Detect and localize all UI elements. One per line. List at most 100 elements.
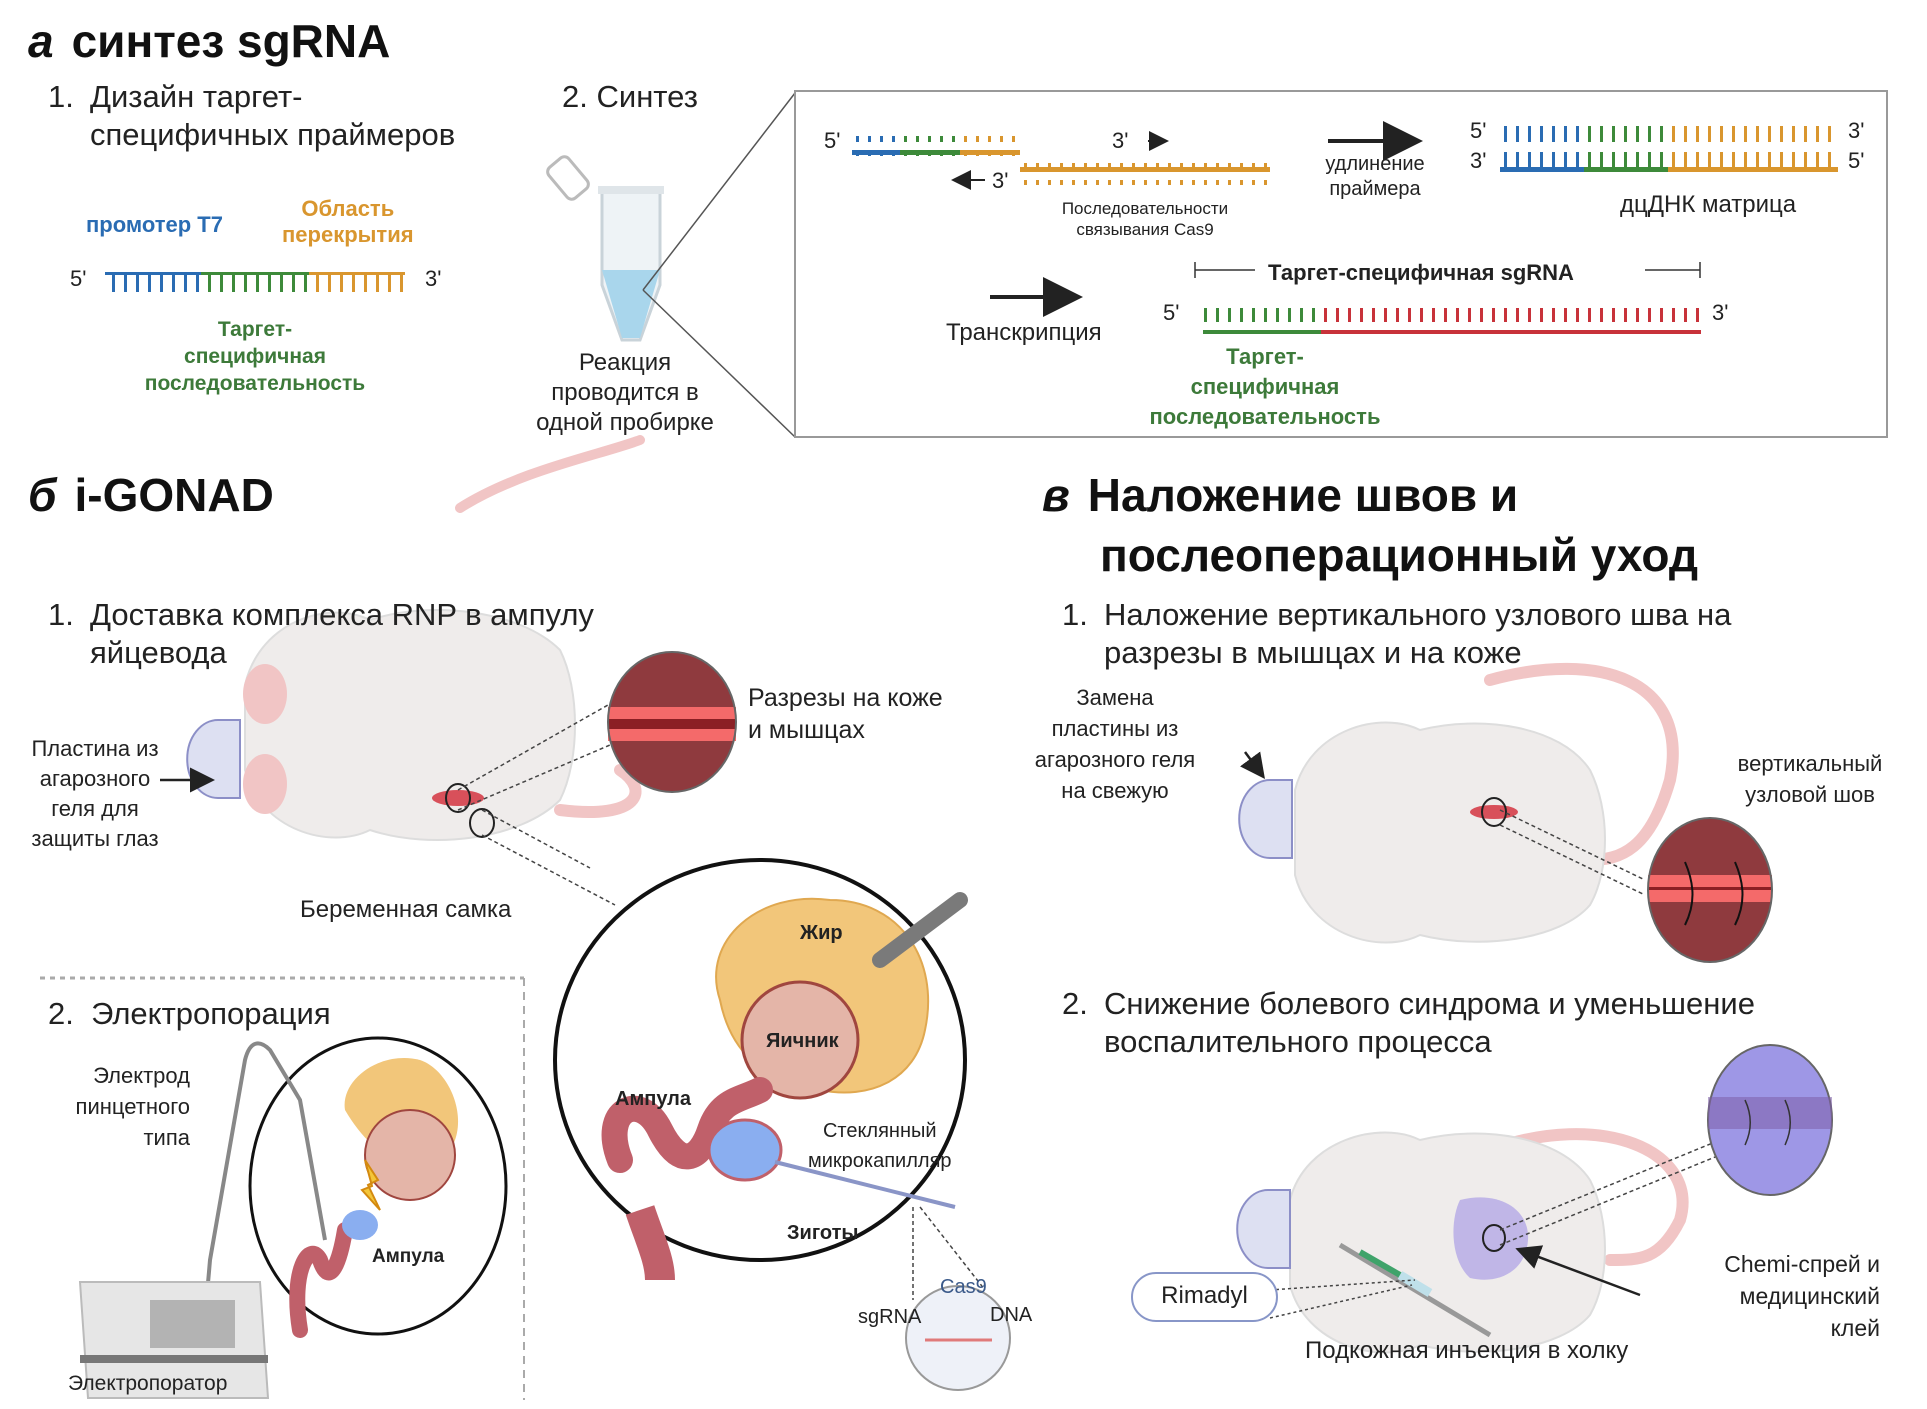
- rna-target-line3: последовательность: [1149, 404, 1381, 429]
- electrode-line2: пинцетного: [75, 1094, 190, 1119]
- section-a-title: а синтез sgRNA: [28, 14, 390, 68]
- fwd-3-end: 3': [1112, 128, 1129, 153]
- sgrna-label: Таргет-специфичная sgRNA: [1268, 260, 1574, 285]
- section-b-letter: б: [28, 469, 57, 521]
- mouse-illustration-1: [160, 435, 645, 841]
- rimadyl-badge-shape: [1131, 1272, 1278, 1322]
- incision-zoom-circle: [607, 651, 737, 793]
- syringe-icon: [1338, 1242, 1492, 1338]
- c-step2-line2: воспалительного процесса: [1104, 1024, 1492, 1059]
- section-c-title-line1: Наложение швов и: [1087, 469, 1519, 521]
- agarose-line4: защиты глаз: [31, 826, 159, 851]
- tube-line3: одной пробирке: [536, 409, 714, 436]
- tube-line1: Реакция: [578, 349, 672, 376]
- c-step1-line1: Наложение вертикального узлового шва на: [1104, 597, 1732, 632]
- section-c-letter: в: [1042, 469, 1070, 521]
- section-a-letter: а: [28, 15, 54, 67]
- section-b-title-text: i-GONAD: [74, 469, 274, 521]
- rnp-zoom-circle: [905, 1285, 1011, 1391]
- suture-line2: узловой шов: [1745, 782, 1875, 807]
- fat-label: Жир: [800, 922, 843, 944]
- target-line3: последовательность: [144, 372, 366, 395]
- primer-extension-label: удлинение праймера: [1310, 152, 1440, 202]
- incision-line2: и мышцах: [748, 716, 865, 744]
- extension-line2: праймера: [1329, 178, 1421, 200]
- b-step2-text: Электропорация: [91, 996, 331, 1031]
- pregnant-female-label: Беременная самка: [300, 896, 512, 923]
- fwd-5-end: 5': [824, 128, 841, 153]
- small-ampulla-label: Ампула: [372, 1246, 445, 1267]
- primer-overlap-segment: [309, 272, 405, 294]
- dna-label: DNA: [990, 1304, 1033, 1326]
- rimadyl-badge: Rimadyl: [1161, 1282, 1248, 1309]
- spray-line2: медицинский: [1739, 1283, 1880, 1309]
- capillary-line2: микрокапилляр: [808, 1150, 952, 1172]
- replace-line2: пластины из: [1051, 716, 1179, 741]
- section-a-step1-text: Дизайн таргет-специфичных праймеров: [90, 78, 455, 154]
- lightning-icon: [360, 1159, 381, 1211]
- spray-line3: клей: [1830, 1315, 1880, 1341]
- rna-target-line2: специфичная: [1190, 374, 1340, 399]
- section-b-step1-num: 1.: [48, 597, 74, 632]
- rna-5-end: 5': [1163, 300, 1180, 325]
- electrode-line3: типа: [143, 1125, 190, 1150]
- spray-line1: Chemi-спрей и: [1724, 1251, 1880, 1277]
- tube-icon: [546, 155, 664, 342]
- glue-area: [1453, 1197, 1529, 1280]
- section-b-step2: 2. Электропорация: [48, 995, 331, 1033]
- replace-line1: Замена: [1076, 685, 1154, 710]
- section-c-step1-num: 1.: [1062, 597, 1088, 632]
- ovary-label: Яичник: [766, 1030, 839, 1052]
- agarose-plate-2: [1238, 779, 1293, 859]
- zoom-line: [642, 289, 796, 438]
- extension-line1: удлинение: [1325, 153, 1425, 175]
- glue-zoom-circle: [1707, 1044, 1833, 1196]
- zoom-line: [642, 92, 796, 291]
- section-a-title-text: синтез sgRNA: [71, 15, 391, 67]
- primer-5-end: 5': [70, 266, 87, 291]
- section-c-title: в Наложение швов и: [1042, 468, 1518, 522]
- section-a-step2: 2. Синтез: [562, 78, 698, 116]
- tube-reaction-label: Реакция проводится в одной пробирке: [520, 348, 730, 438]
- suture-label: вертикальный узловой шов: [1710, 748, 1910, 810]
- rna-target-line1: Таргет-: [1226, 344, 1304, 369]
- ds-bot-3: 3': [1470, 148, 1487, 173]
- b-step1-line2: яйцевода: [90, 635, 227, 670]
- b-step1-line1: Доставка комплекса RNP в ампулу: [90, 597, 594, 632]
- rna-target-label: Таргет-специфичная последовательность: [1120, 342, 1410, 432]
- cas9-line1: Последовательности: [1061, 199, 1229, 218]
- rev-3-end: 3': [992, 168, 1009, 193]
- agarose-line1: Пластина из: [31, 736, 159, 761]
- capillary-line1: Стеклянный: [822, 1120, 937, 1142]
- cas9-label: Cas9: [940, 1276, 987, 1298]
- ampulla-label: Ампула: [615, 1088, 692, 1110]
- suture-line1: вертикальный: [1737, 751, 1883, 776]
- target-line1: Таргет-: [217, 318, 293, 341]
- overlap-line1: Область: [301, 196, 395, 221]
- tube-line2: проводится в: [551, 379, 699, 406]
- replace-line3: агарозного геля: [1034, 747, 1196, 772]
- agarose-line3: геля для: [51, 796, 139, 821]
- incision-line1: Разрезы на коже: [748, 684, 943, 712]
- rna-3-end: 3': [1712, 300, 1729, 325]
- primer-target-segment: [201, 272, 309, 294]
- suture-zoom-circle: [1647, 817, 1773, 963]
- ds-top-3: 3': [1848, 118, 1865, 143]
- zygotes-label: Зиготы: [787, 1222, 859, 1244]
- mouse-illustration-3: [1236, 1128, 1721, 1354]
- ovary-zoom-circle: [553, 858, 968, 1281]
- t7-promoter-label: промотер T7: [86, 212, 223, 237]
- ds-top-5: 5': [1470, 118, 1487, 143]
- chemi-spray-label: Chemi-спрей и медицинский клей: [1680, 1248, 1880, 1344]
- overlap-line2: перекрытия: [282, 222, 414, 247]
- agarose-plate: [186, 719, 241, 799]
- electroporation-zoom-circle: [248, 1036, 508, 1338]
